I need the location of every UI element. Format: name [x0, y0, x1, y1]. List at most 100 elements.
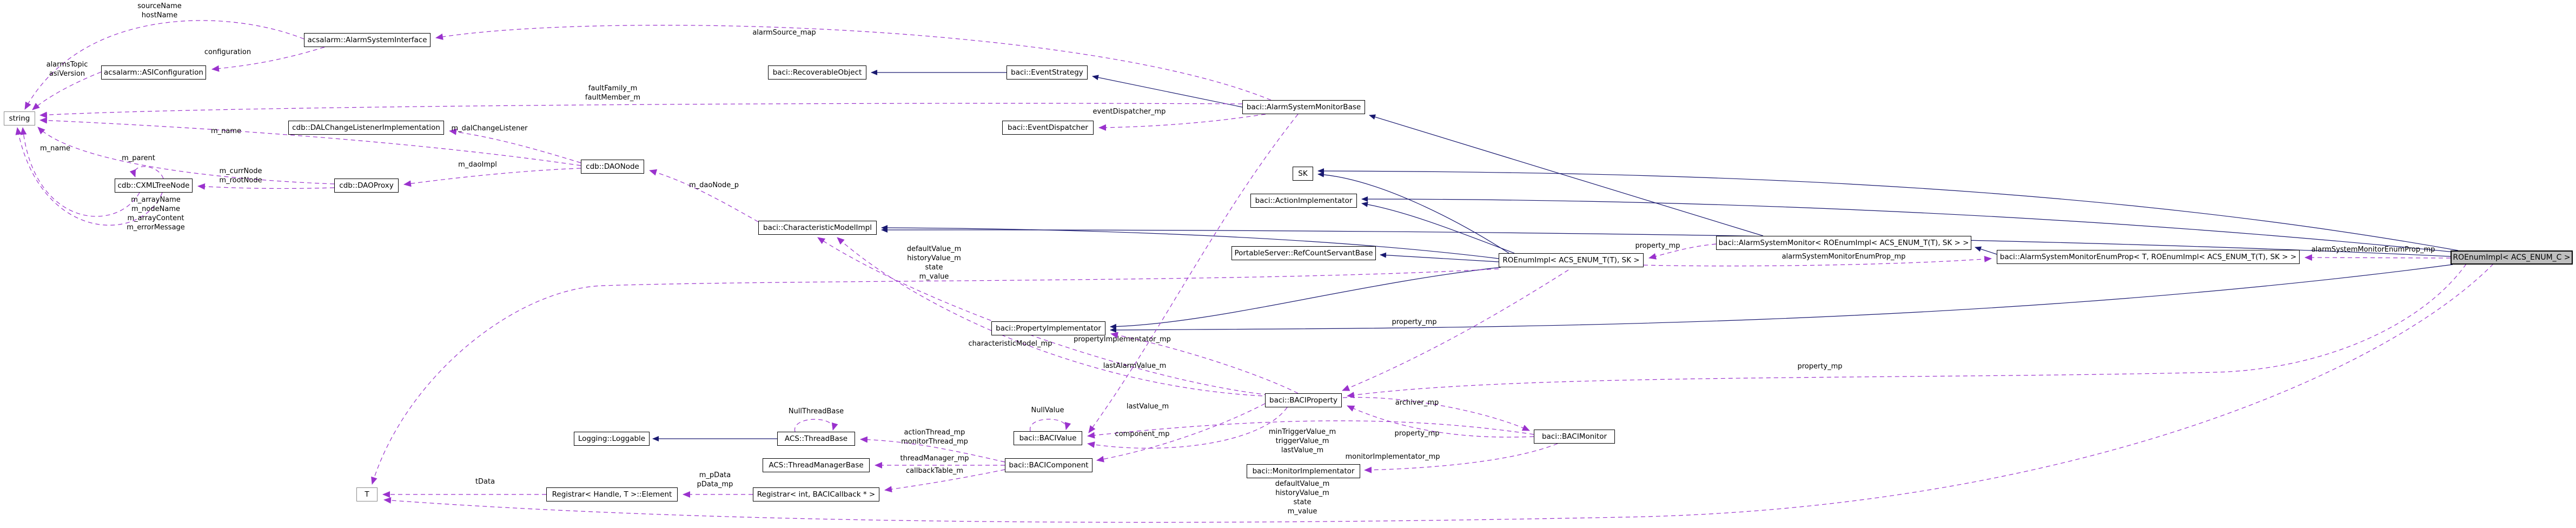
edge-label-propertyimplementator-mp: propertyImplementator_mp	[1074, 335, 1171, 344]
edge-label-alarmstopic-asiversion: alarmsTopic asiVersion	[46, 61, 88, 78]
node-asiconfiguration[interactable]: acsalarm::ASIConfiguration	[101, 65, 206, 80]
node-eventstrategy[interactable]: baci::EventStrategy	[1006, 65, 1088, 80]
edge-label-property-mp-template2: property_mp	[1392, 318, 1437, 326]
node-roenumimpl-template[interactable]: ROEnumImpl< ACS_ENUM_T(T), SK >	[1499, 253, 1644, 267]
edge-alarmsystemmonitorbase-to-eventdispatcher	[1098, 114, 1266, 131]
edge-label-property-mp-focal: property_mp	[1797, 362, 1843, 371]
edge-roenumimplc-to-t	[383, 263, 2494, 523]
node-recoverableobject[interactable]: baci::RecoverableObject	[768, 65, 866, 80]
edge-label-currnode-rootnode: m_currNode m_rootNode	[219, 167, 262, 184]
edge-label-tdata: tData	[475, 478, 495, 486]
edge-baciproperty-to-characteristicmodelimpl	[817, 237, 1269, 395]
node-bacimonitor[interactable]: baci::BACIMonitor	[1534, 430, 1615, 444]
edge-bacivalue-self-nullvalue	[1030, 419, 1071, 432]
edge-label-nullvalue: NullValue	[1031, 406, 1064, 414]
edge-label-archiver-mp: archiver_mp	[1395, 399, 1439, 407]
edge-bacimonitor-to-baciproperty-property	[1347, 405, 1534, 438]
node-daonode[interactable]: cdb::DAONode	[581, 160, 644, 174]
edge-threadbase-self-nullthreadbase	[794, 419, 838, 432]
node-alarmsysteminterface[interactable]: acsalarm::AlarmSystemInterface	[304, 33, 431, 47]
edge-roenumimplt-to-enumprop	[1643, 255, 1992, 267]
node-threadmanagerbase[interactable]: ACS::ThreadManagerBase	[763, 458, 870, 472]
node-registrar-bacicallback[interactable]: Registrar< int, BACICallback * >	[753, 487, 879, 501]
edge-label-alarmsource-map: alarmSource_map	[752, 29, 816, 37]
edge-label-callbacktable: callbackTable_m	[905, 467, 964, 475]
edge-roenumimplt-to-actionimplementator	[1361, 201, 1515, 254]
edge-label-component-mp: component_mp	[1115, 430, 1170, 438]
node-sk[interactable]: SK	[1293, 167, 1313, 181]
edge-label-configuration: configuration	[204, 48, 251, 56]
node-actionimplementator[interactable]: baci::ActionImplementator	[1250, 194, 1357, 208]
node-refcountservantbase[interactable]: PortableServer::RefCountServantBase	[1231, 246, 1376, 260]
node-alarmsystemmonitorbase[interactable]: baci::AlarmSystemMonitorBase	[1242, 100, 1365, 114]
node-threadbase[interactable]: ACS::ThreadBase	[777, 432, 855, 446]
edge-baciproperty-to-characteristicmodelimpl-2	[837, 237, 1278, 397]
edge-label-faultfamily-faultmember: faultFamily_m faultMember_m	[585, 84, 641, 102]
node-monitorimplementator[interactable]: baci::MonitorImplementator	[1247, 464, 1360, 478]
node-daoproxy[interactable]: cdb::DAOProxy	[334, 179, 399, 193]
edge-label-enumprop-mp-focal: alarmSystemMonitorEnumProp_mp	[2311, 246, 2435, 254]
edge-label-triggervalues: minTriggerValue_m triggerValue_m lastVal…	[1268, 428, 1336, 454]
edge-label-lastvalue: lastValue_m	[1126, 402, 1169, 411]
edge-label-sourcename-hostname: sourceName hostName	[137, 2, 182, 19]
node-bacicomponent[interactable]: baci::BACIComponent	[1005, 458, 1092, 472]
edge-label-nullthreadbase: NullThreadBase	[788, 407, 844, 415]
edge-label-mname-daoproxy: m_name	[39, 144, 71, 153]
node-bacivalue[interactable]: baci::BACIValue	[1014, 431, 1082, 445]
edge-roenumimplt-to-refcountservantbase	[1380, 252, 1499, 262]
edge-alarmsysteminterface-to-string-sourcename	[24, 20, 304, 110]
node-string[interactable]: string	[4, 111, 35, 126]
node-propertyimplementator[interactable]: baci::PropertyImplementator	[991, 321, 1105, 335]
edge-roenumimplt-to-propertyimplementator	[1110, 267, 1501, 329]
edge-alarmsysteminterface-to-asiconfiguration	[211, 47, 325, 72]
edge-baciproperty-to-propertyimplementator	[1110, 332, 1299, 394]
node-baciproperty[interactable]: baci::BACIProperty	[1265, 393, 1342, 407]
node-cxmltreenode[interactable]: cdb::CXMLTreeNode	[115, 179, 193, 193]
node-alarmsystemmonitor[interactable]: baci::AlarmSystemMonitor< ROEnumImpl< AC…	[1716, 236, 1971, 250]
edge-label-values-focal: defaultValue_m historyValue_m state m_va…	[1275, 480, 1330, 516]
edge-baciproperty-to-bacivalue-triggervalues	[1087, 407, 1288, 449]
edge-roenumimplt-to-baciproperty-property	[1342, 269, 1569, 391]
edge-cxmltreenode-self-mparent	[129, 166, 164, 179]
edge-bacicomponent-to-registrarint	[884, 469, 1005, 493]
edge-baciproperty-to-bacimonitor-archiver	[1342, 397, 1530, 431]
edge-label-daonode-p: m_daoNode_p	[688, 181, 739, 189]
edge-label-pdata: m_pData pData_mp	[697, 471, 733, 489]
edge-daonode-to-daoproxy	[403, 168, 581, 187]
edge-label-mname-daonode: m_name	[210, 127, 242, 135]
node-characteristicmodelimpl[interactable]: baci::CharacteristicModelImpl	[758, 221, 877, 235]
node-loggable[interactable]: Logging::Loggable	[574, 432, 650, 446]
edge-roenumimplt-to-t	[371, 268, 1499, 485]
edge-alarmsystemmonitorbase-to-alarmsysteminterface	[435, 25, 1272, 101]
edge-alarmsystemmonitorbase-to-bacivalue-lastalarmvalue	[1088, 114, 1299, 433]
edge-roenumimplc-to-actionimplementator	[1361, 196, 2455, 253]
edge-label-monitorimplementator-mp: monitorImplementator_mp	[1345, 453, 1440, 461]
edge-roenumimplt-to-sk	[1317, 171, 1509, 254]
edge-alarmsystemmonitor-to-roenumimplt-property	[1648, 243, 1717, 260]
edge-roenumimplt-to-characteristicmodelimpl	[881, 225, 1499, 259]
edge-roenumimplc-to-propertyimplementator	[1110, 264, 2453, 333]
edge-alarmsystemmonitorbase-to-string-faultfamily	[39, 103, 1243, 118]
edge-asiconfiguration-to-string	[32, 71, 102, 110]
edge-bacimonitor-to-bacivalue-lastvalue	[1087, 420, 1534, 439]
node-roenumimpl-acs-enum-c[interactable]: ROEnumImpl< ACS_ENUM_C >	[2451, 250, 2573, 265]
edge-label-daoimpl: m_daoImpl	[458, 161, 497, 169]
edge-roenumimplc-to-characteristicmodelimpl	[881, 227, 2451, 257]
edge-label-property-mp-bacimonitor: property_mp	[1394, 430, 1440, 438]
edge-label-mparent: m_parent	[122, 154, 155, 162]
edge-daoproxy-to-cxmltreenode	[197, 183, 335, 190]
node-eventdispatcher[interactable]: baci::EventDispatcher	[1002, 121, 1094, 135]
edge-alarmsystemmonitorbase-to-eventstrategy	[1092, 75, 1243, 108]
edge-cxmltreenode-to-string-arrays-2	[15, 127, 163, 226]
node-alarmsystemmonitorenumprop[interactable]: baci::AlarmSystemMonitorEnumProp< T, ROE…	[1997, 250, 2300, 264]
edge-roenumimplc-to-sk	[1317, 168, 2459, 251]
node-registrar-element[interactable]: Registrar< Handle, T >::Element	[546, 487, 678, 501]
edge-label-arraynames: m_arrayName m_nodeName m_arrayContent m_…	[127, 196, 185, 232]
edge-roenumimplc-to-baciproperty-property	[1347, 263, 2467, 399]
node-dalchangelistenerimplementation[interactable]: cdb::DALChangeListenerImplementation	[288, 121, 444, 135]
node-t[interactable]: T	[356, 487, 378, 501]
edge-label-eventdispatcher-mp: eventDispatcher_mp	[1092, 108, 1166, 116]
edge-label-threads-mp: actionThread_mp monitorThread_mp	[901, 428, 968, 446]
